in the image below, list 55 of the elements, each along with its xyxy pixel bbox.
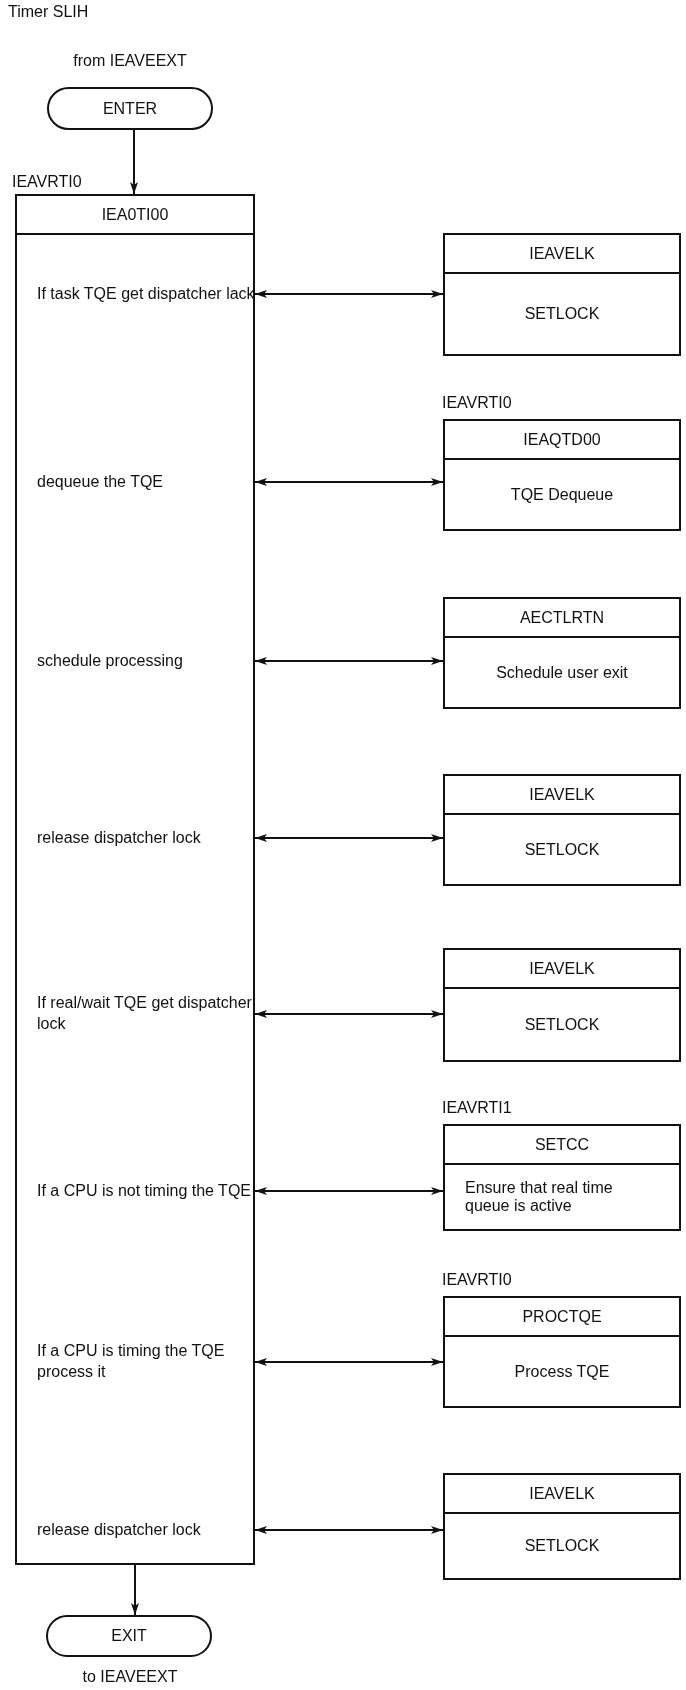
module-name-label: IEAVRTI0 bbox=[442, 1271, 513, 1289]
step-text: If task TQE get dispatcher lack bbox=[37, 269, 255, 319]
arrow bbox=[131, 1564, 139, 1616]
arrow bbox=[254, 1187, 444, 1195]
process-description: SETLOCK bbox=[524, 1015, 600, 1034]
arrow bbox=[130, 129, 138, 195]
step-text: If real/wait TQE get dispatcher lock bbox=[37, 989, 255, 1039]
arrow bbox=[254, 657, 444, 665]
arrow bbox=[254, 478, 444, 486]
terminal-shape bbox=[47, 87, 213, 130]
step-text: If a CPU is not timing the TQE bbox=[37, 1166, 255, 1216]
module-box bbox=[15, 194, 255, 1565]
arrow bbox=[254, 1010, 444, 1018]
module-header: IEA0TI00 bbox=[17, 196, 253, 235]
process-description: SETLOCK bbox=[524, 1537, 600, 1555]
module-header: IEAVELK bbox=[445, 235, 679, 274]
process-box bbox=[443, 774, 681, 886]
module-header: AECTLRTN bbox=[445, 599, 679, 638]
module-name-label: IEAVRTI1 bbox=[442, 1099, 513, 1117]
step-text: release dispatcher lock bbox=[37, 1505, 255, 1555]
process-description: Ensure that real time queue is active bbox=[465, 1179, 614, 1215]
module-header: IEAVELK bbox=[445, 1475, 679, 1514]
step-text: dequeue the TQE bbox=[37, 457, 255, 507]
arrow bbox=[254, 290, 444, 298]
process-description: SETLOCK bbox=[524, 305, 600, 323]
arrow bbox=[254, 1358, 444, 1366]
process-description: TQE Dequeue bbox=[510, 485, 614, 504]
module-header: IEAQTD00 bbox=[445, 421, 679, 460]
module-name-label: to IEAVEEXT bbox=[81, 1668, 179, 1686]
module-header: SETCC bbox=[445, 1126, 679, 1165]
module-name-label: from IEAVEEXT bbox=[72, 52, 188, 70]
module-header: IEAVELK bbox=[445, 950, 679, 989]
diagram-title: Timer SLIH bbox=[8, 3, 89, 21]
process-box bbox=[443, 1296, 681, 1408]
arrow bbox=[254, 1526, 444, 1534]
process-box bbox=[443, 233, 681, 356]
step-text: schedule processing bbox=[37, 636, 255, 686]
terminal-label: ENTER bbox=[102, 99, 158, 118]
terminal-shape bbox=[46, 1615, 212, 1657]
arrow bbox=[254, 834, 444, 842]
module-header: PROCTQE bbox=[445, 1298, 679, 1337]
process-box bbox=[443, 597, 681, 709]
process-box bbox=[443, 948, 681, 1062]
step-text: release dispatcher lock bbox=[37, 813, 255, 863]
module-name-label: IEAVRTI0 bbox=[442, 394, 513, 412]
process-description: Process TQE bbox=[514, 1362, 610, 1381]
process-description: Schedule user exit bbox=[496, 663, 628, 682]
process-description: SETLOCK bbox=[524, 840, 600, 859]
process-box bbox=[443, 419, 681, 531]
module-header: IEAVELK bbox=[445, 776, 679, 815]
module-name-label: IEAVRTI0 bbox=[12, 173, 83, 191]
process-box bbox=[443, 1124, 681, 1231]
terminal-label: EXIT bbox=[111, 1627, 147, 1645]
step-text: If a CPU is timing the TQE process it bbox=[37, 1337, 255, 1387]
process-box bbox=[443, 1473, 681, 1580]
